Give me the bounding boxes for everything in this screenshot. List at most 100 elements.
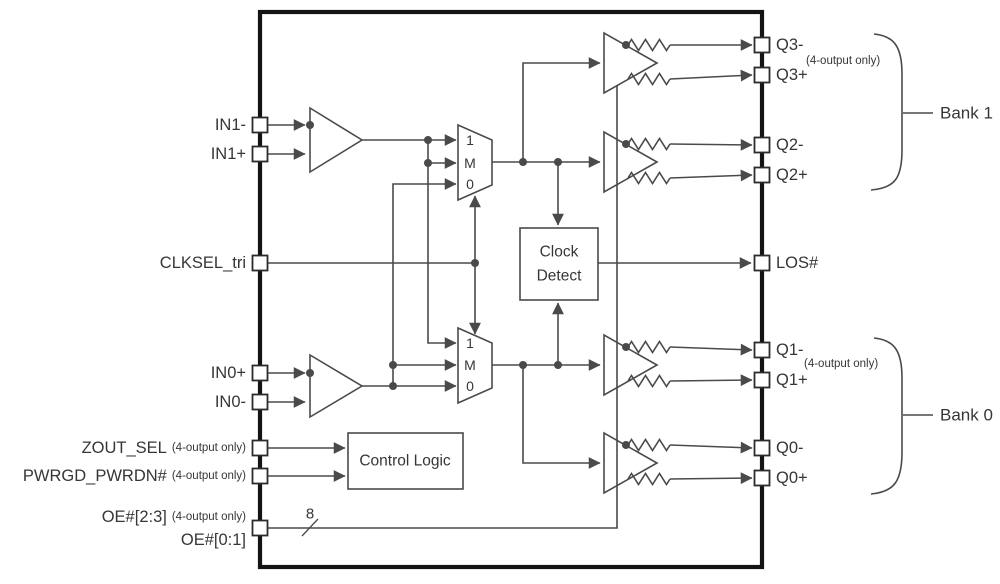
label-q3-plus: Q3+ — [776, 66, 808, 84]
pin-q0-plus — [753, 469, 771, 487]
pin-q1-plus — [753, 371, 771, 389]
clock-detect-box — [519, 227, 599, 301]
mux0-input1-label: 1 — [466, 335, 474, 351]
label-clksel-tri: CLKSEL_tri — [160, 254, 246, 272]
label-oe-01: OE#[0:1] — [181, 531, 246, 549]
output-buffer-q3 — [603, 31, 753, 95]
pin-q1-minus — [753, 341, 771, 359]
pin-oe — [251, 519, 269, 537]
wire-q0-plus-out — [669, 472, 753, 485]
wire-q1-minus-out — [669, 343, 753, 356]
wire-in1-to-mux0-input1 — [427, 140, 457, 349]
q3-buffer-triangle — [603, 31, 659, 95]
dot-mux0-M — [389, 361, 397, 369]
q3-junction-dot — [622, 41, 630, 49]
wire-q3-plus-out — [669, 69, 753, 82]
clock-mux-bank1: 1 M 0 — [457, 123, 493, 202]
output-buffer-q2 — [603, 130, 753, 194]
pin-in0-minus — [251, 393, 269, 411]
dot-in1-minus — [306, 121, 314, 129]
bank1-label: Bank 1 — [940, 104, 993, 123]
dot-mux0-out-a — [519, 361, 527, 369]
pin-q0-minus — [753, 439, 771, 457]
pin-q3-plus — [753, 66, 771, 84]
dot-mux1-out-b — [554, 158, 562, 166]
wire-q2-minus-out — [669, 138, 753, 151]
dot-in0-plus — [306, 369, 314, 377]
label-q1-minus: Q1- — [776, 341, 804, 359]
label-in0-plus: IN0+ — [211, 364, 246, 382]
left-pin-labels: IN1- IN1+ CLKSEL_tri IN0+ IN0- ZOUT_SEL(… — [23, 116, 246, 549]
label-q2-minus: Q2- — [776, 136, 804, 154]
bank1-brace — [870, 33, 903, 191]
label-in0-minus: IN0- — [215, 393, 246, 411]
label-q1-note: (4-output only) — [804, 358, 878, 370]
wire-q2-plus-out — [669, 169, 753, 182]
pin-in0-plus — [251, 364, 269, 382]
wire-q0-minus-out — [669, 441, 753, 454]
label-in1-minus: IN1- — [215, 116, 246, 134]
wire-mux1-to-q3buf — [522, 57, 601, 162]
dot-clksel — [471, 259, 479, 267]
label-q0-minus: Q0- — [776, 439, 804, 457]
label-pwrgd-note: (4-output only) — [172, 470, 246, 482]
label-los: LOS# — [776, 254, 819, 272]
label-q0-plus: Q0+ — [776, 469, 808, 487]
q1-junction-dot — [622, 343, 630, 351]
bank0-brace — [870, 337, 903, 495]
pin-in1-minus — [251, 116, 269, 134]
output-buffer-q0 — [603, 431, 753, 495]
pin-q3-minus — [753, 36, 771, 54]
clock-detect-block: Clock Detect — [519, 227, 599, 301]
pin-zout-sel — [251, 439, 269, 457]
label-pwrgd-pwrdn: PWRGD_PWRDN# (4-output only) — [23, 467, 246, 485]
label-pwrgd-text: PWRGD_PWRDN# — [23, 467, 168, 485]
dot-mux0-out-b — [554, 361, 562, 369]
label-q3-minus: Q3- — [776, 36, 804, 54]
label-q1-plus: Q1+ — [776, 371, 808, 389]
mux1-body — [457, 123, 493, 202]
in0-input-amp — [309, 353, 364, 419]
clock-mux-bank0: 1 M 0 — [457, 326, 493, 405]
mux1-input1-label: 1 — [466, 132, 474, 148]
pin-pwrgd-pwrdn — [251, 467, 269, 485]
junction-dots — [306, 121, 562, 390]
pin-q2-minus — [753, 136, 771, 154]
label-oe-23-text: OE#[2:3] — [102, 508, 167, 526]
bank1-group: Bank 1 — [870, 33, 993, 191]
label-zout-sel: ZOUT_SEL(4-output only) — [82, 439, 247, 457]
control-logic-block: Control Logic — [347, 432, 464, 490]
mux0-body — [457, 326, 493, 405]
right-pin-labels: Q3- (4-output only) Q3+ Q2- Q2+ LOS# Q1-… — [776, 36, 880, 487]
mux1-inputM-label: M — [464, 155, 476, 171]
wire-in0-to-mux1-input0 — [392, 178, 457, 386]
label-q3-note: (4-output only) — [806, 55, 880, 67]
pin-in1-plus — [251, 145, 269, 163]
label-oe-23-note: (4-output only) — [172, 511, 246, 523]
output-buffer-q1 — [603, 333, 753, 397]
chip-outline — [257, 9, 765, 570]
pin-los — [753, 254, 771, 272]
control-logic-box — [347, 432, 464, 490]
mux1-input0-label: 0 — [466, 176, 474, 192]
q2-junction-dot — [622, 140, 630, 148]
q2-minus-resistor — [627, 137, 671, 151]
control-logic-label: Control Logic — [359, 453, 451, 470]
dot-mux1-M — [424, 159, 432, 167]
mux0-inputM-label: M — [464, 357, 476, 373]
pins — [251, 36, 771, 537]
bank0-group: Bank 0 — [870, 337, 993, 495]
clock-detect-label-line1: Clock — [540, 244, 579, 261]
wire-mux0-to-q0buf — [522, 365, 601, 469]
label-q2-plus: Q2+ — [776, 166, 808, 184]
wiring — [267, 57, 752, 482]
dot-in0-branch — [389, 382, 397, 390]
wire-oe-bus — [267, 85, 618, 529]
q0-minus-resistor — [627, 438, 671, 452]
in1-input-amp — [309, 106, 364, 174]
bank0-label: Bank 0 — [940, 406, 993, 425]
dot-mux1-out-a — [519, 158, 527, 166]
wire-q1-plus-out — [669, 374, 753, 387]
